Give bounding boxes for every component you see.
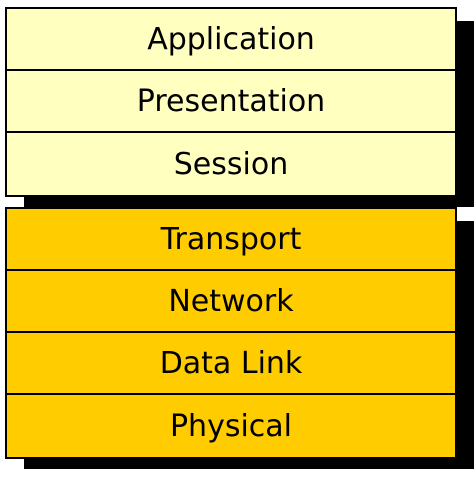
upper-stack-box: Application Presentation Session (5, 7, 457, 197)
layer-physical: Physical (7, 395, 455, 457)
layer-application: Application (7, 9, 455, 71)
layer-presentation: Presentation (7, 71, 455, 133)
layer-transport: Transport (7, 209, 455, 271)
layer-data-link: Data Link (7, 333, 455, 395)
upper-layer-stack: Application Presentation Session (5, 7, 474, 207)
layer-network: Network (7, 271, 455, 333)
lower-stack-box: Transport Network Data Link Physical (5, 207, 457, 459)
layer-session: Session (7, 133, 455, 195)
lower-layer-stack: Transport Network Data Link Physical (5, 207, 474, 469)
